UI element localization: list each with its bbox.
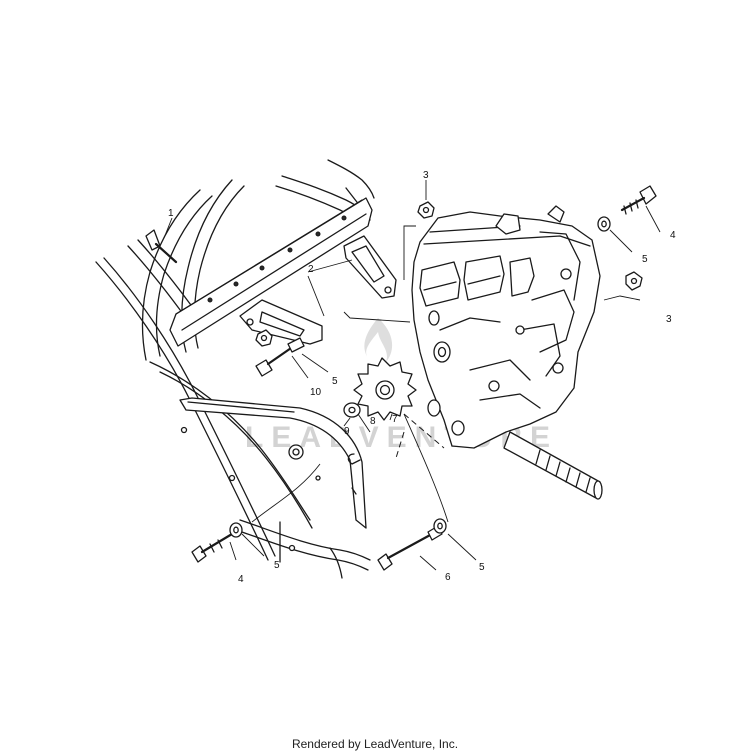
nut-upper bbox=[417, 201, 435, 219]
drive-sprocket bbox=[353, 357, 417, 421]
callout-10: 10 bbox=[310, 387, 322, 398]
transmission-housing bbox=[411, 205, 601, 449]
bolt-lower-right bbox=[377, 525, 443, 571]
nut-right bbox=[625, 271, 643, 291]
engine-bracket-upper bbox=[343, 235, 397, 299]
callout-7: 7 bbox=[392, 414, 398, 425]
washer-upper-right bbox=[597, 216, 611, 232]
callout-4-upper: 4 bbox=[670, 230, 676, 241]
washer-lower-right bbox=[433, 518, 447, 534]
frame-tubes bbox=[95, 179, 371, 579]
callout-8: 8 bbox=[370, 416, 376, 427]
callout-5-lower-left: 5 bbox=[274, 560, 280, 571]
engine-bracket-lower bbox=[239, 299, 323, 345]
upper-frame-rail bbox=[169, 159, 375, 347]
watermark-flame-logo bbox=[364, 318, 393, 362]
bolt-upper-right bbox=[620, 185, 657, 215]
leader-lines bbox=[163, 180, 661, 571]
callout-5-lower-right: 5 bbox=[479, 562, 485, 573]
output-shaft bbox=[503, 431, 603, 500]
callout-1: 1 bbox=[168, 208, 174, 219]
bolt-middle bbox=[255, 337, 305, 377]
bolt-lower-left bbox=[191, 532, 234, 563]
callouts: 1 2 3 3 4 4 5 5 5 5 6 7 8 9 10 bbox=[168, 170, 676, 585]
washer-sprocket bbox=[343, 402, 361, 418]
washer-lower-left bbox=[229, 522, 243, 538]
callout-6: 6 bbox=[445, 572, 451, 583]
callout-2: 2 bbox=[308, 264, 314, 275]
callout-5-upper: 5 bbox=[642, 254, 648, 265]
callout-9: 9 bbox=[344, 426, 350, 437]
callout-5-middle: 5 bbox=[332, 376, 338, 387]
callout-4-lower: 4 bbox=[238, 574, 244, 585]
render-credit: Rendered by LeadVenture, Inc. bbox=[291, 737, 459, 751]
callout-3-upper: 3 bbox=[423, 170, 429, 181]
mounting-plate bbox=[179, 397, 367, 529]
nut-left bbox=[255, 329, 273, 347]
bolt-upper-left bbox=[145, 229, 178, 264]
callout-3-right: 3 bbox=[666, 314, 672, 325]
snap-ring bbox=[347, 453, 361, 465]
